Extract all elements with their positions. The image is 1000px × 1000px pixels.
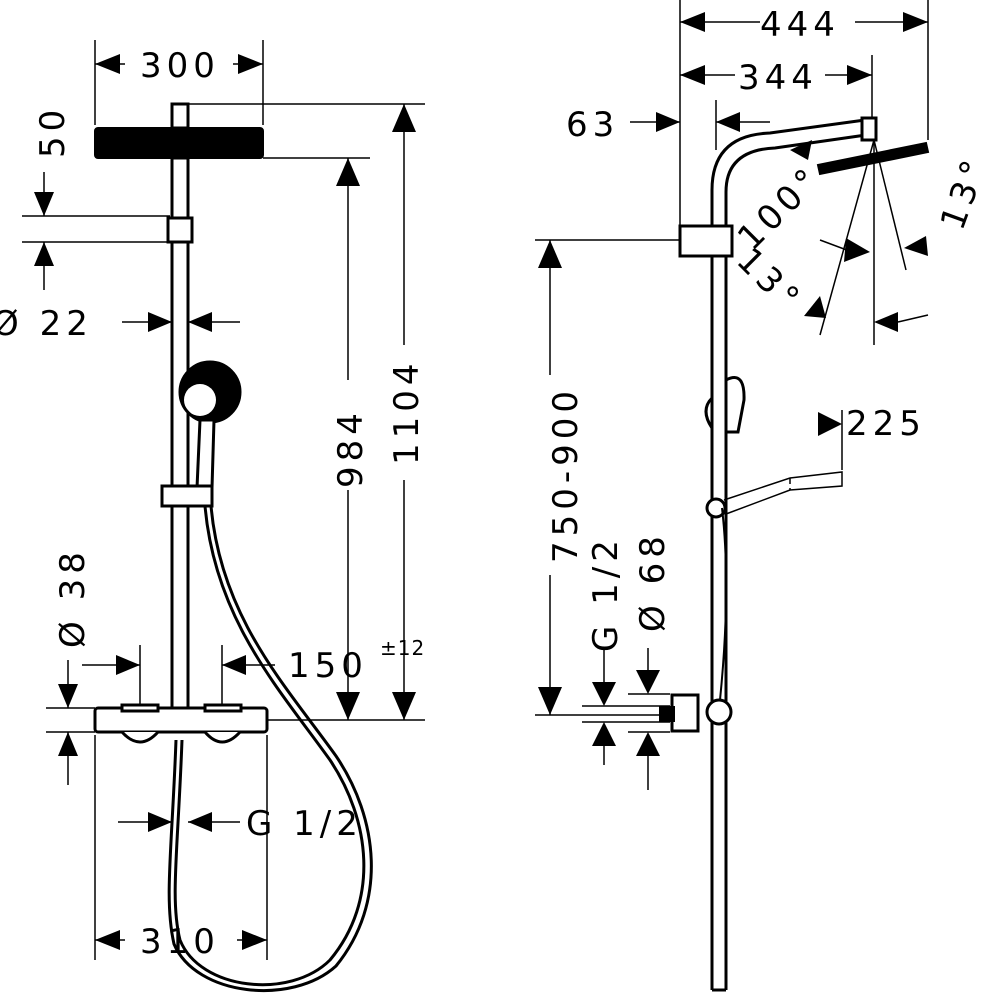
dim-head-thickness: 50 [33, 105, 73, 158]
riser-clamp [166, 216, 194, 244]
dim-tolerance: ±12 [380, 636, 425, 660]
side-hose [719, 507, 728, 701]
side-head-plate [816, 141, 930, 176]
dim-projection-head: 344 [738, 58, 818, 98]
dim-projection-total: 444 [760, 5, 840, 45]
dim-riser-diameter: Ø 22 [0, 304, 93, 344]
side-slider [705, 497, 727, 519]
thermostat-knob-right [203, 730, 242, 744]
dim-wall-offset: 63 [566, 105, 619, 145]
side-thermostat [670, 693, 700, 733]
dim-hand-shower-projection: 225 [846, 404, 926, 444]
head-mount-connector [170, 102, 190, 130]
dim-install-height: 750-900 [546, 386, 586, 563]
side-riser-pipe [710, 118, 866, 990]
dim-connection-spacing: 310 [140, 922, 220, 962]
dim-side-connection-thread: G 1/2 [586, 535, 626, 652]
dim-tilt-angle-lower: 13° [729, 240, 811, 322]
front-view: 300 50 Ø 22 984 1104 ±12 Ø 38 [0, 40, 427, 993]
dim-head-width: 300 [140, 46, 220, 86]
dim-spray-angle: 100° [730, 158, 830, 258]
hand-shower-holder [160, 484, 214, 508]
dim-height-to-head: 984 [331, 408, 371, 488]
dim-hose-offset: 150 [288, 646, 368, 686]
side-hand-shower [724, 376, 746, 434]
hand-shower-handle [195, 418, 216, 490]
shower-hose [173, 505, 366, 987]
side-head-joint [860, 116, 878, 142]
dim-bar-diameter: Ø 38 [53, 547, 93, 648]
dim-tilt-angle-upper: 13° [933, 151, 996, 235]
thermostat-knob-left [120, 730, 160, 744]
dim-connection-thread: G 1/2 [246, 804, 363, 844]
side-view: 444 344 63 100° 13° 13° 750 [535, 0, 996, 992]
overhead-shower-head [94, 127, 264, 159]
side-wall-bracket [678, 224, 734, 258]
dim-total-height: 1104 [387, 358, 427, 465]
dim-thermostat-diameter: Ø 68 [633, 531, 673, 632]
